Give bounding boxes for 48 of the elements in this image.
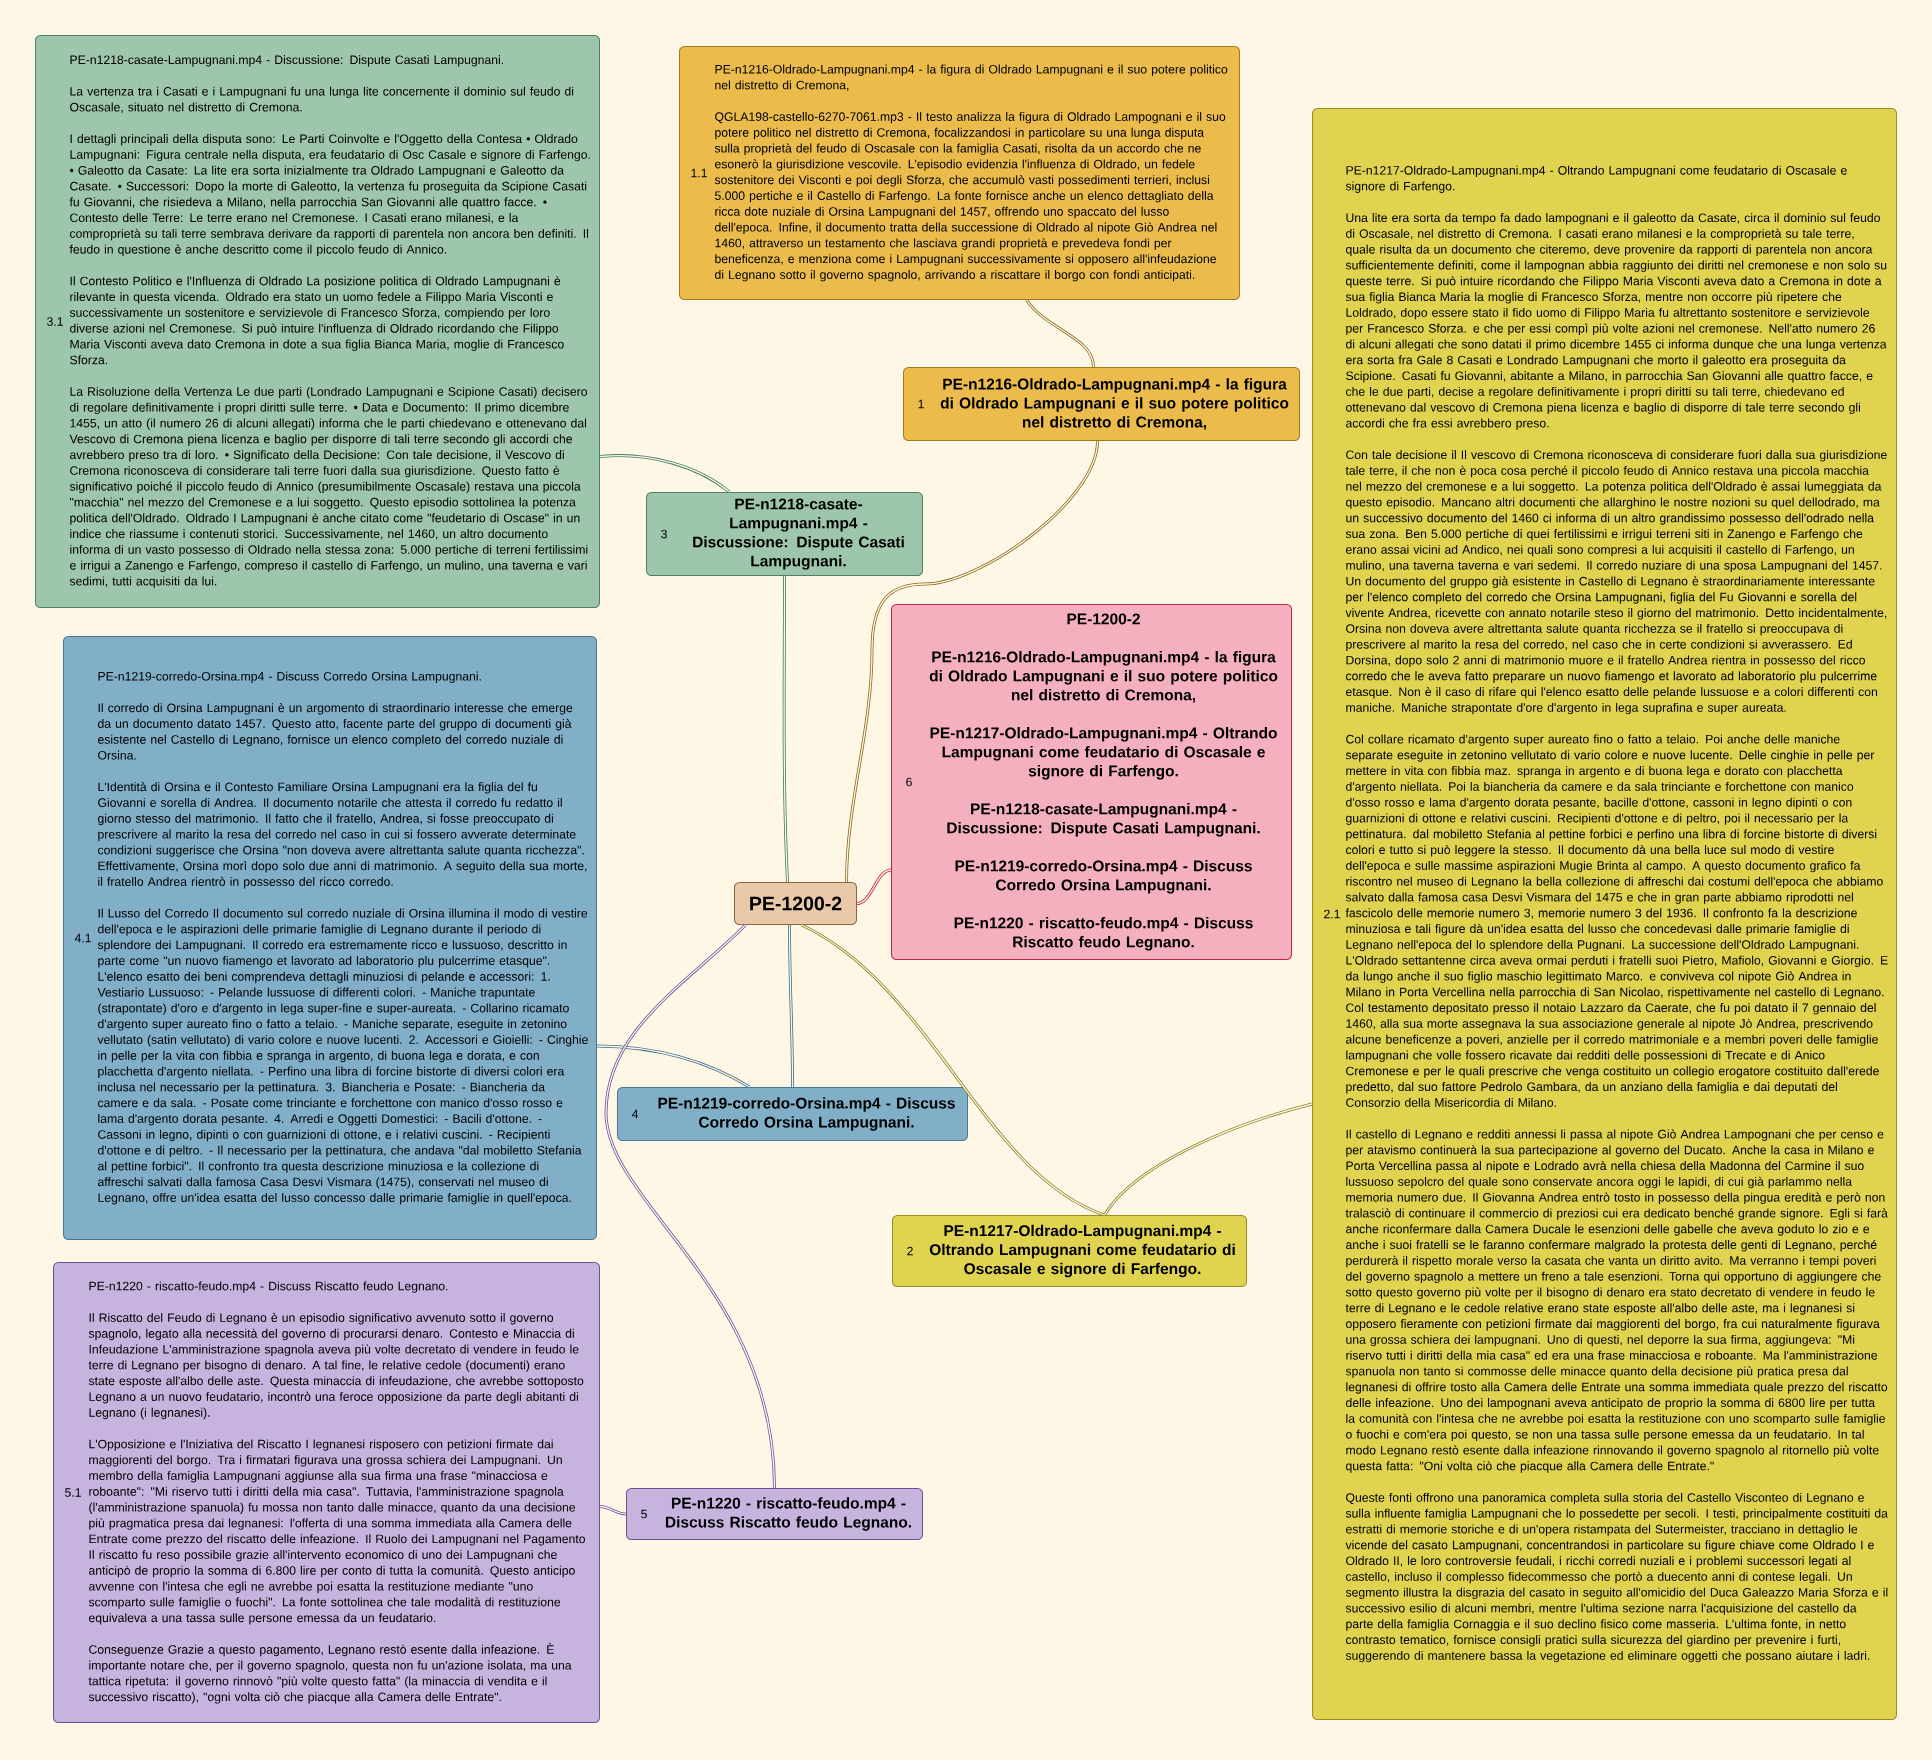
connector [856,868,892,905]
outline-number: 4.1 [74,933,91,943]
node-label: Una lite era sorta da tempo fa dado lampognani e il galeotto da Casate, circa il dominio sul feudo di Oscasale, nel distretto di Cremona. I casati erano milanesi e la comproprietà su tale terre, quale risulta da un documento che citeremo, deve provenire da rapporti di parentela non ancora sufficientemente definiti, come il lampognan abbia raggiunto dei diritti nel cremonese e non solo su queste terre. Si può intuire ricordando che Filippo Maria Visconti aveva dato a Cremona in dote a sua figlia Bianca Maria la moglie di Francesco Sforza, mentre non occorre più ripetere che Loldrado, dopo essere stato il fido uomo di Filippo Maria fu altrettanto sostenitore e servizievole per Francesco Sforza. e che per essi compì più volte azioni nel cremonese. Nell'atto numero 26 di alcuni allegati che sono datati il primo dicembre 1455 ci informa dunque che una lunga vertenza era sorta fra Gale 8 Casati e Londrado Lampugnani che morto il galeotto era proseguita da Scipione. Casati fu Giovanni, abitante a Milano, in parrocchia San Giovanni alle quattro facce, e che le due parti, decise a regolare definitivamente i propri diritti su tali terre, chiedevano ed ottenevano dal vescovo di Cremona piena licenza e baglio di disporre di tale terre secondo gli accordi che fra essi avrebbero preso. [1345,213,1887,430]
connector [845,440,1099,883]
node-label: Conseguenze Grazie a questo pagamento, Legnano restò esente dalla infeazione. È importante notare che, per il governo spagnolo, questa non fu un'azione isolata, ma una tattica ripetuta: il governo rinnovò "più volte questo fatta" (la minaccia di vendita e il successivo riscatto), "ogni volta ciò che piacque alla Camera delle Entrate". [88,1643,572,1704]
node-label: Con tale decisione il Il vescovo di Cremona riconosceva di considerare fuori dalla sua giurisdizione tale terre, il che non è poca cosa perché il piccolo feudo di Annico restava una piccola macchia nel mezzo del cremonese e a lui soggetto. La potenza politica dell'Oldrado è assai lumeggiata da questo episodio. Mancano altri documenti che allarghino le nostre nozioni su quel dellodrado, ma un successivo documento del 1460 ci informa di un altro grandissimo possesso dell'odrado nella sua zona. Ben 5.000 pertiche di quei fertilissimi e irrigui terreni siti in Zanengo e Farfengo che erano assai vicini ad Andico, nei quali sono compresi a lui acquisiti il castello di Farfengo, un mulino, una taverna taverna e vari sedemi. Il corredo nuziare di una sposa Lampugnani del 1457. Un documento del gruppo già esistente in Castello di Legnano è straordinariamente interessante per l'elenco completo del corredo che Orsina Lampugnani, figlia del Fu Giovanni e sorella del vivente Andrea, ricevette con annato notarile steso il giorno del matrimonio. Detto incidentalmente, Orsina non doveva avere altrettanta salute quanta ricchezza se il fratello si preoccupava di prescrivere al marito la resa del corredo, nel caso che in certe condizioni si avverassero. Ed Dorsina, dopo solo 2 anni di matrimonio muore e il fratello Andrea rientra in possesso del ricco corredo che le aveva fatto preparare un nuovo fiamengo et lavorato ad laboratorio plu pulcerrime etasque. Non è il caso di rifare qui l'elenco esatto delle pelande lussuose e a colori differenti con maniche. Maniche strapontate d'ore d'argento in lega suprafina e super aureata. [1345,450,1887,715]
node-label: Queste fonti offrono una panoramica completa sulla storia del Castello Visconteo di Legnano e sulla influente famiglia Lampugnani che lo possedette per secoli. I testi, principalmente costituiti da estratti di memorie storiche e di un'opera ristampata del Sutermeister, tracciano in dettaglio le vicende del casato Lampugnani, concentrandosi in particolare su figure chiave come Oldrado I e Oldrado II, le loro controversie feudali, i ricchi corredi nuziali e i problemi successori legati al castello, incluso il complesso fidecommesso che portò a duecento anni di contese legali. Un segmento illustra la disgrazia del casato in seguito all'omicidio del Duca Galeazzo Maria Sforza e il successivo esilio di alcuni membri, mentre l'ultima sezione narra l'acquisizione del castello da parte della famiglia Cornaggia e il suo declino fisico come masseria. L'ultima fonte, in netto contrasto tematico, fornisce consigli pratici sulla sicurezza del giardino per prevenire i furti, suggerendo di mantenere bassa la vegetazione ed eliminare oggetti che possano aiutare i ladri. [1345,1492,1888,1663]
node-label: Il castello di Legnano e redditi annessi li passa al nipote Giò Andrea Lampognani che per censo e per atavismo continuerà la sua partecipazione al governo del Ducato. Anche la casa in Milano e Porta Vercellina passa al nipote e Lodrado avrà nella chiesa della Madonna del Carmine il suo lussuoso sepolcro del quale sono conservate ancora oggi le lapidi, di cui già parlammo nella memoria numero due. Il Giovanna Andrea entrò tosto in possesso della pingua eredità e però non tralasciò di continuare il commercio di preziosi cui era dedicato benché grande signore. Egli si farà anche riconfermare dalla Camera Ducale le esenzioni delle gabelle che aveva goduto lo zio e e anche i suoi fratelli se le faranno confermare malgrado la protesta delle genti di Legnano, perché perdurerà il rispetto morale verso la casata che vanta un diritto avito. Ma verranno i tempi poveri del governo spagnolo a mettere un freno a tale esenzioni. Torna qui opportuno di aggiungere che sotto questo governo più volte per il bisogno di denaro era stato decretato di vendere in feudo le terre di Legnano e le cedole relative erano state esposte all'albo delle aste, ma i legnanesi si opposero fieramente con petizioni firmate dai maggiorenti del borgo, fra cui naturalmente figurava una grossa schiera dei lampugnani. Uno di questi, nel deporre la sua firma, aggiungeva: "Mi riservo tutti i diritti della mia casa" ed era una frase minacciosa e roboante. Ma l'amministrazione spanuola non tanto si commosse delle minacce quanto della decisione più pratica presa dal legnanesi di offrire tosto alla Camera delle Entrate una somma immediata quale prezzo del riscatto delle infeazione. Uno dei lampognani aveva anticipato de proprio la somma di 6800 lire per tutta la comunità con l'intesa che ne avrebbe poi esatta la restituzione con uno scomparto sulle famiglie o fuochi e com'era poi questo, se non una tassa sulle persone emessa da un feudatario. In tal modo Legnano restò esente dalla infeazione rinnovando il governo spagnolo al ritornello più volte questa fatta: "Oni volta ciò che piacque alla Camera delle Entrate." [1345,1129,1888,1473]
connector [1025,299,1095,368]
outline-number: 3 [661,529,667,539]
connector [604,923,776,1489]
connector [788,924,794,1088]
topic-box: PE-1200-2 [734,882,857,925]
node-label: PE-n1220 - riscatto-feudo.mp4 - Discuss Riscatto feudo Legnano. [89,1281,448,1293]
node-label: L'Identità di Orsina e il Contesto Familiare Orsina Lampugnani era la figlia del fu Giovanni e sorella di Andrea. Il documento notarile che attesta il corredo fu redatto il giorno stesso del matrimonio. Il fatto che il fratello, Andrea, si fosse preoccupato di prescrivere al marito la resa del corredo nel caso in cui si fossero avverate determinate condizioni suggerisce che Orsina "non doveva avere altrettanta salute quanta ricchezza". Effettivamente, Orsina morì dopo solo due anni di matrimonio. A seguito della sua morte, il fratello Andrea rientrò in possesso del ricco corredo. [98,782,587,889]
outline-number: 5.1 [65,1488,81,1497]
connector [596,1044,751,1089]
node-label: PE-n1219-corredo-Orsina.mp4 - Discuss Corredo Orsina Lampugnani. [955,860,1252,894]
outline-number: 2.1 [1324,909,1340,919]
outline-number: 6 [906,777,912,787]
connector [599,1505,627,1516]
node-label: Il corredo di Orsina Lampugnani è un argomento di straordinario interesse che emerge da un documento datato 1457. Questo atto, facente parte del gruppo di documenti già esistente nel Castello di Legnano, fornisce un elenco completo del corredo nuziale di Orsina. [98,703,573,760]
node-label: PE-n1217-Oldrado-Lampugnani.mp4 - Oltrando Lampugnani come feudatario di Oscasale e signore di Farfengo. [1345,165,1847,193]
node-label: PE-n1216-Oldrado-Lampugnani.mp4 - la figura di Oldrado Lampugnani e il suo potere politico nel distretto di Cremona, [929,651,1278,703]
node-label: Il Riscatto del Feudo di Legnano è un episodio significativo avvenuto sotto il governo spagnolo, legato alla necessità del governo di procurarsi denaro. Contesto e Minaccia di Infeudazione L'amministrazione spagnola aveva più volte decretato di vendere in feudo le terre di Legnano per bisogno di denaro. A tal fine, le relative cedole (documenti) erano state esposte all'albo delle aste. Questa minaccia di infeudazione, che avrebbe sottoposto Legnano a un nuovo feudatario, incontrò una feroce opposizione da parte degli abitanti di Legnano (i legnanesi). [88,1312,584,1420]
outline-number: 5 [641,1509,647,1519]
connector [599,454,731,494]
outline-number: 1.1 [691,168,707,178]
outline-number: 4 [631,1109,639,1119]
outline-number: 1 [918,399,924,409]
outline-number: 2 [907,1246,913,1256]
node-label: PE-1200-2 [1067,613,1140,625]
node-label: L'Opposizione e l'Iniziativa del Riscatto I legnanesi risposero con petizioni firmate dai maggiorenti del borgo. Tra i firmatari figurava una grossa schiera dei Lampugnani. Un membro della famiglia Lampugnani aggiunse alla sua firma una frase "minacciosa e roboante": "Mi riservo tutti i diritti della mia casa". Tuttavia, l'amministrazione spagnola (l'amministrazione spanuola) fu mossa non tanto dalle minacce, quanto da una decisione più pragmatica presa dai legnanesi: l'offerta di una somma immediata alla Camera delle Entrate come prezzo del riscatto delle infeazione. Il Ruolo dei Lampugnani nel Pagamento Il riscatto fu reso possibile grazie all'intervento economico di uno dei Lampugnani che anticipò de proprio la somma di 6.800 lire per conto di tutta la comunità. Questo anticipo avvenne con l'intesa che egli ne avrebbe poi esatta la restituzione mediante "uno scomparto sulle famiglie o fuochi". La fonte sottolinea che tale modalità di restituzione equivaleva a una tassa sulle persone emessa da un feudatario. [88,1439,585,1625]
node-label: PE-n1219-corredo-Orsina.mp4 - Discuss Corredo Orsina Lampugnani. [98,671,481,683]
node-label: Il Lusso del Corredo Il documento sul corredo nuziale di Orsina illumina il modo di vestire dell'epoca e le aspirazioni delle primarie famiglie di Legnano durante il periodo di splendore dei Lampugnani. Il corredo era estremamente ricco e lussuoso, descritto in parte come "un nuovo fiamengo et lavorato ad laboratorio plu pulcerrime etasque". L'elenco esatto dei beni comprendeva dettagli minuziosi di pelande e accessori: 1. Vestiario Lussuoso: - Pelande lussuose di differenti colori. - Maniche trapuntate (strapontate) d'oro e d'argento in lega super-fine e super-aureata. - Collarino ricamato d'argento super aureato fino o fatto a telaio. - Maniche separate, eseguite in zetonino vellutato (satin vellutato) di vario colore e nuove lucenti. 2. Accessori e Gioielli: - Cinghie in pelle per la vita con fibbia e spranga in argento, di buona lega e dorata, e con placchetta d'argento niellata. - Perfino una libra di forcine bistorte di diversi colori era inclusa nel necessario per la pettinatura. 3. Biancheria e Posate: - Biancheria da camere e da sala. - Posate come trinciante e forchettone con manico d'osso rosso e lama d'argento dorata pesante. 4. Arredi e Oggetti Domestici: - Bacili d'ottone. - Cassoni in legno, dipinti o con guarnizioni di ottone, e i relativi cuscini. - Recipienti d'ottone e di peltro. - Il necessario per la pettinatura, che andava "dal mobiletto Stefania al pettine forbici". Il confronto tra questa descrizione minuziosa e la collezione di affreschi salvati dalla famosa Casa Desvi Vismara (1475), conservati nel museo di Legnano, offre un'idea esatta del lusso concesso dalle primarie famiglie in quell'epoca. [97,908,588,1205]
node-label: Col collare ricamato d'argento super aureato fino o fatto a telaio. Poi anche delle maniche separate eseguite in zetonino vellutato di vario colore e nuove lucente. Delle cinghie in pelle per mettere in vita con fibbia maz. spranga in argento e di buona lega e dorato con placchetta d'argento niellata. Poi la biancheria da camere e da sala trinciante e forchettone con manico d'osso rosso e lama d'argento dorata pesante, bacille d'ottone, cassoni in legno dipinti o con guarnizioni di ottone e relativi cuscini. Recipienti d'ottone e di peltro, poi il necessario per la pettinatura. dal mobiletto Stefania al pettine forbici e perfino una libra di forcine bistorte di diversi colori e tutto si può leggere la stesso. Il documento dà una bella luce sul modo di vestire dell'epoca e sulle massime aspirazioni Mugie Brinta al campo. A questo documento grafico fa riscontro nel museo di Legnano la bella collezione di affreschi dai costumi dell'epoca che abbiamo salvato dalla famosa casa Desvi Vismara del 1475 e che in gran parte abbiamo riprodotti nel fascicolo delle memorie numero 3, memorie numero 3 del 1936. Il confronto fa la descrizione minuziosa e tali figure dà un'idea esatta del lusso che concedevasi dalle primarie famiglie di Legnano nell'epoca del lo splendore della Pugnani. La successione dell'Oldrado Lampugnani. L'Oldrado settantenne circa aveva ormai perduti i fratelli suoi Pietro, Mafiolo, Giovanni e Giorgio. E da lungo anche il suo figlio maschio legittimato Marco. e conviveva col nipote Giò Andrea in Milano in Porta Vercellina nella parrocchia di San Nicolao, rispettivamente nel castello di Legnano. Col testamento depositato presso il notaio Lazzaro da Caerate, che fu poi datato il 7 gennaio del 1460, alla sua morte assegnava la sua associazione generale al nipote Jò Andrea, prescrivendo alcune beneficenze a poveri, anzielle per il corredo matrimoniale e a membri poveri delle famiglie lampugnani che volle fossero ricavate dai redditi delle possessioni di Trecate e di Anico Cremonese e per le quali prescrive che venga costituito un collegio erogatore costituito dall'erede predetto, dal suo fattore Pedrolo Gambara, da un anziano della famiglia e dai deputati del Consorzio della Misericordia di Milano. [1345,734,1888,1107]
node-label: La vertenza tra i Casati e i Lampugnani fu una lunga lite concernente il dominio sul feudo di Oscasale, situato nel distretto di Cremona. [70,86,574,113]
connector [782,575,789,883]
connector [1103,1102,1313,1216]
node-label: La Risoluzione della Vertenza Le due parti (Londrado Lampugnani e Scipione Casati) decisero di regolare definitivamente i propri diritti sulle terre. • Data e Documento: Il primo dicembre 1455, un atto (il numero 26 di alcuni allegati) informa che le parti chiedevano e ottenevano dal Vescovo di Cremona piena licenza e baglio per disporre di tali terre secondo gli accordi che avrebbero preso tra di loro. • Significato della Decisione: Con tale decisione, il Vescovo di Cremona riconosceva di considerare tali terre fuori dalla sua giurisdizione. Questo fatto è significativo poiché il piccolo feudo di Annico (presumibilmente Oscasale) restava una piccola "macchia" nel mezzo del Cremonese e a lui soggetto. Questo episodio sottolinea la potenza politica dell'Oldrado. Oldrado I Lampugnani è anche citato come "feudetario di Oscase" in un indice che riassume i contenuti storici. Successivamente, nel 1460, un altro documento informa di un vasto possesso di Oldrado nella stessa zona: 5.000 pertiche di terreni fertilissimi e irrigui a Zanengo e Farfengo, compreso il castello di Farfengo, un mulino, una taverna e vari sedimi, tutti acquisiti da lui. [69,386,588,588]
connector [800,923,1106,1217]
node-label: I dettagli principali della disputa sono: Le Parti Coinvolte e l'Oggetto della Contesa • Oldrado Lampugnani: Figura centrale nella disputa, era feudatario di Osc Casale e signore di Farfengo. • Galeotto da Casate: La lite era sorta inizialmente tra Oldrado Lampugnani e Galeotto da Casate. • Successori: Dopo la morte di Galeotto, la vertenza fu proseguita da Scipione Casati fu Giovanni, che risiedeva a Milano, nella parrocchia San Giovanni alle quattro facce. • Contesto delle Terre: Le terre erano nel Cremonese. I Casati erano milanesi, e la comproprietà su tali terre sembrava derivare da rapporti di parentela non ancora ben definiti. Il feudo in questione è anche descritto come il piccolo feudo di Annico. [69,134,590,257]
node-label: PE-n1218-casate-Lampugnani.mp4 - Discussione: Dispute Casati Lampugnani. [70,55,503,67]
outline-number: 3.1 [47,317,63,326]
node-label: PE-n1218-casate-Lampugnani.mp4 - Discussione: Dispute Casati Lampugnani. [947,803,1260,837]
node-label: PE-n1217-Oldrado-Lampugnani.mp4 - Oltrando Lampugnani come feudatario di Oscasale e signore di Farfengo. [930,727,1277,780]
node-label: PE-n1220 - riscatto-feudo.mp4 - Discuss Riscatto feudo Legnano. [954,917,1253,951]
node-label: Il Contesto Politico e l'Influenza di Oldrado La posizione politica di Oldrado Lampugnani è rilevante in questa vicenda. Oldrado era stato un uomo fedele a Filippo Maria Visconti e successivamente un sostenitore e servizievole di Francesco Sforza, compiendo per loro diverse azioni nel Cremonese. Si può intuire l'influenza di Oldrado ricordando che Filippo Maria Visconti aveva dato Cremona in dote a sua figlia Bianca Maria, moglie di Francesco Sforza. [69,276,564,365]
